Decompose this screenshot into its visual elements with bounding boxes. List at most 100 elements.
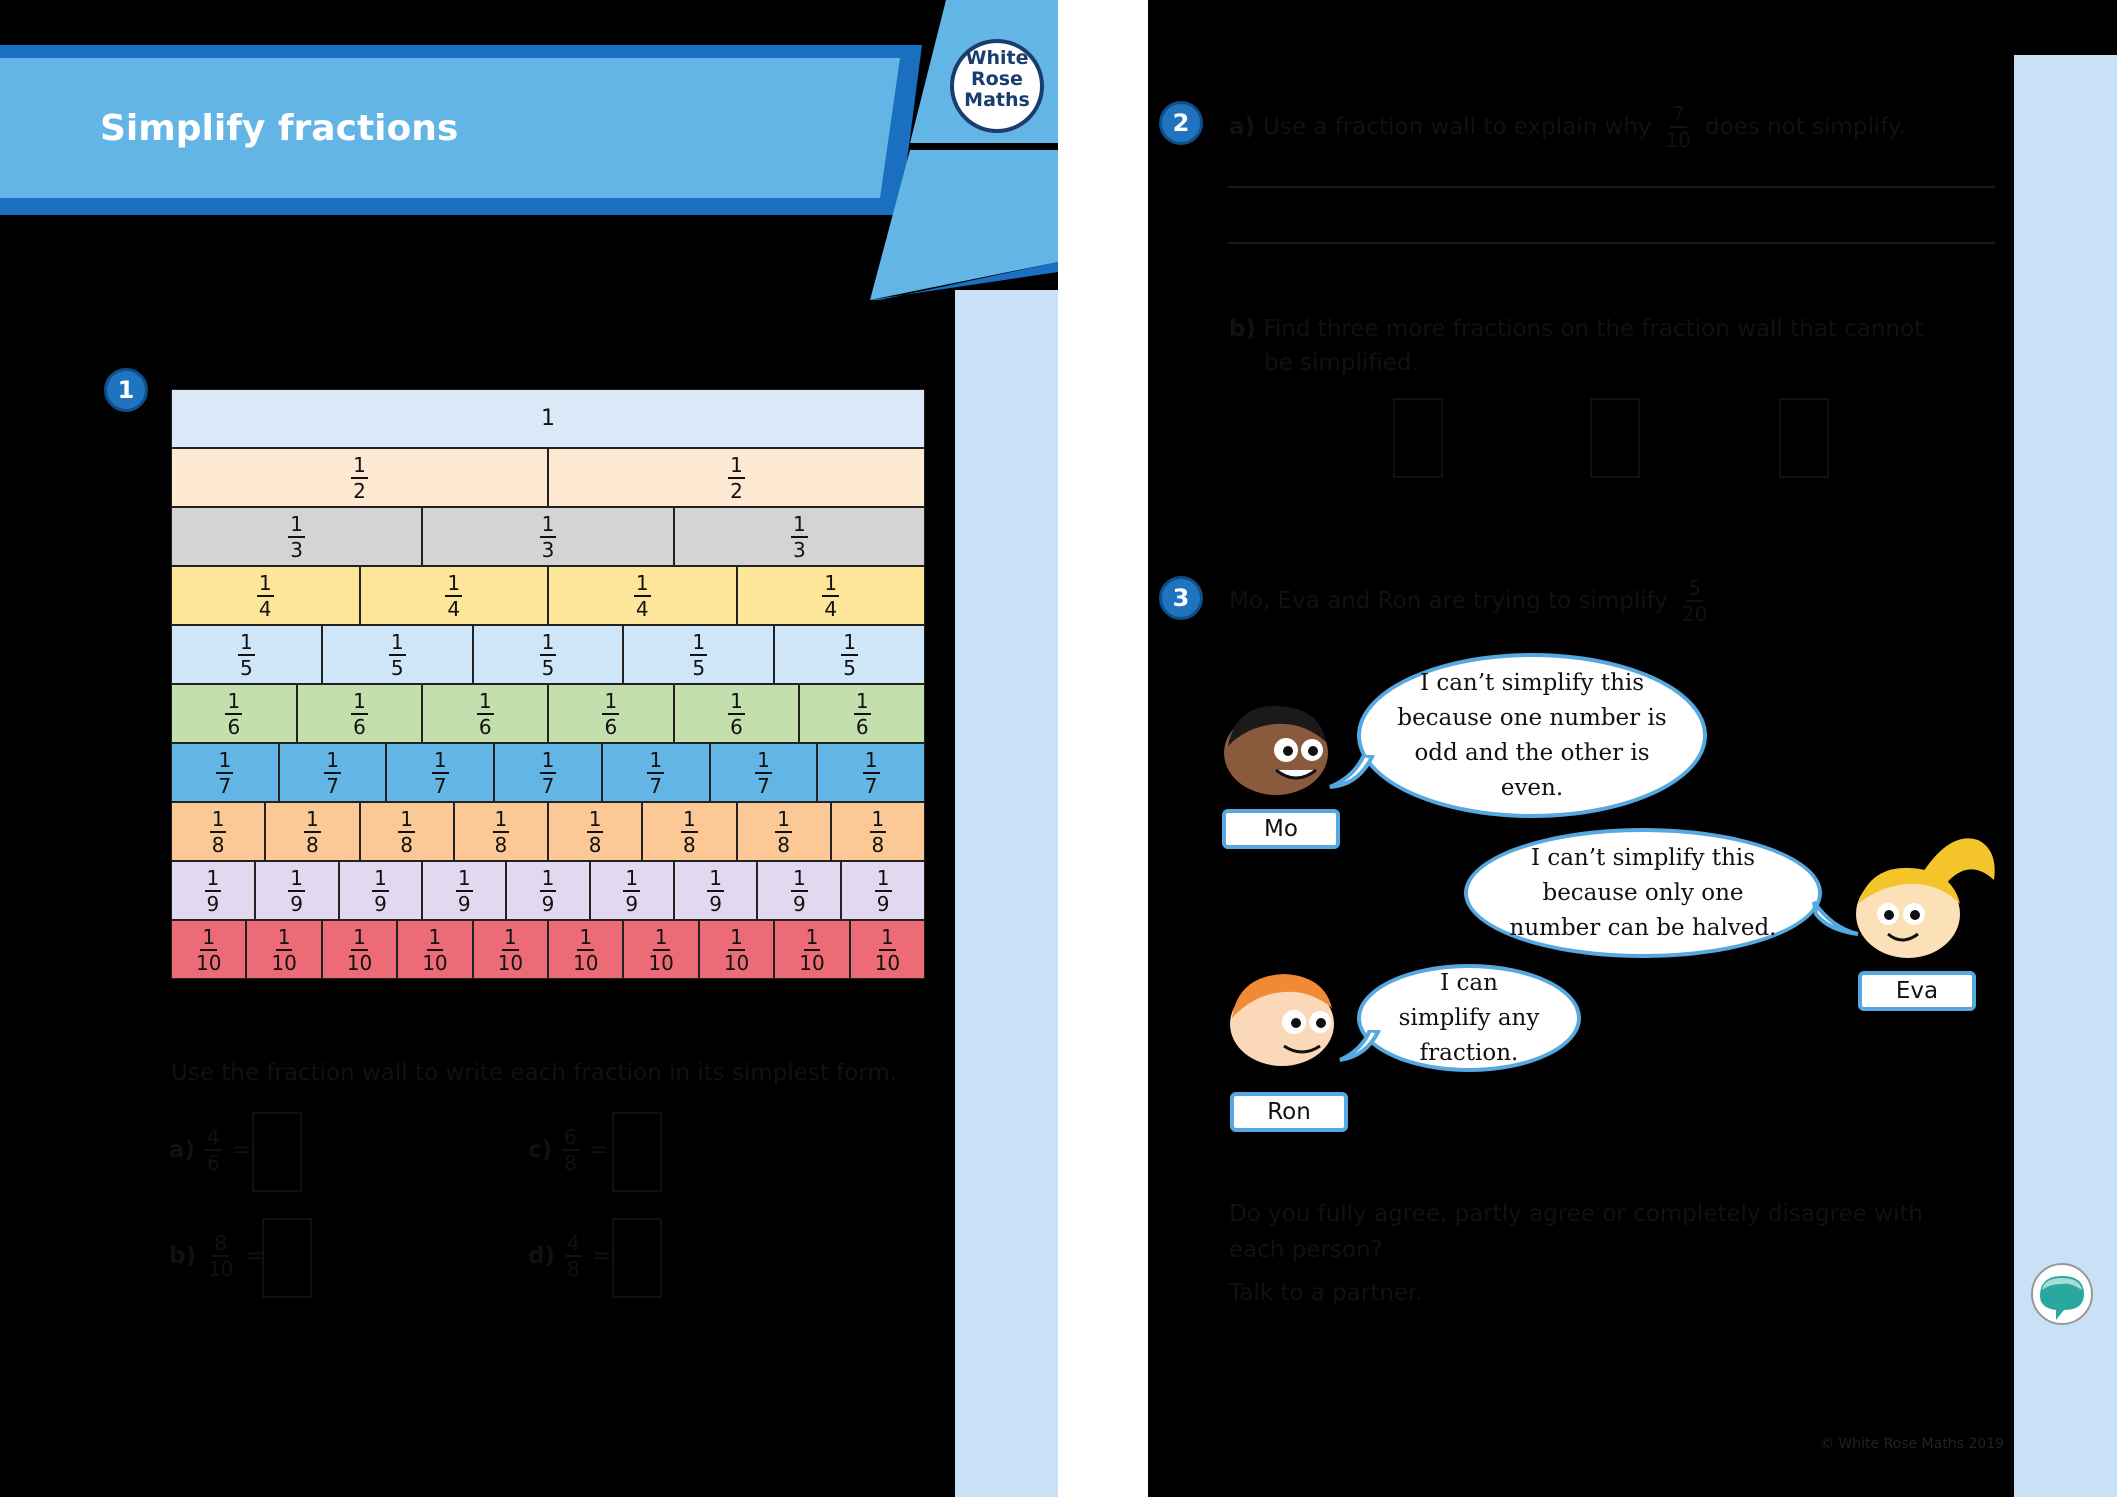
unit-fraction-denominator: 8 (400, 832, 413, 857)
part-d-answer-box[interactable] (612, 1218, 662, 1298)
logo-line-2: Rose (971, 68, 1023, 90)
unit-fraction-numerator: 1 (238, 629, 255, 656)
part-a-answer-box[interactable] (252, 1112, 302, 1192)
q2a-text-before: Use a fraction wall to explain why (1263, 114, 1652, 140)
eva-face-icon (1856, 838, 1995, 958)
unit-fraction-denominator: 5 (843, 655, 856, 680)
speech-bubble-icon (2031, 1263, 2093, 1325)
unit-fraction-denominator: 3 (792, 537, 806, 562)
ron-speech-bubble: I can simplify any fraction. (1357, 964, 1581, 1072)
part-a-label: a) (169, 1137, 196, 1163)
unit-fraction-denominator: 6 (604, 714, 618, 739)
unit-fraction-denominator: 9 (457, 891, 471, 916)
unit-fraction-denominator: 7 (433, 773, 447, 798)
left-side-strip (955, 290, 1058, 1497)
unit-fraction-numerator: 1 (492, 806, 510, 833)
q3-talk-prompt: Talk to a partner. (1229, 1280, 1423, 1306)
q2b-text-line-1: Find three more fractions on the fractio… (1263, 316, 1924, 342)
part-c-answer-box[interactable] (612, 1112, 662, 1192)
unit-fraction-numerator: 1 (728, 924, 745, 951)
q2b-answer-box-2[interactable] (1590, 398, 1640, 478)
eva-speech-bubble: I can’t simplify this because only one n… (1464, 828, 1822, 958)
unit-fraction-denominator: 6 (353, 714, 366, 739)
q2a-num: 7 (1669, 102, 1687, 128)
q3-intro-text: Mo, Eva and Ron are trying to simplify (1229, 588, 1668, 614)
unit-fraction-denominator: 10 (346, 950, 373, 975)
right-side-strip (2014, 55, 2117, 1497)
part-b-answer-box[interactable] (262, 1218, 312, 1298)
unit-fraction-denominator: 4 (447, 596, 461, 621)
unit-fraction-numerator: 1 (209, 806, 227, 833)
unit-fraction-denominator: 8 (211, 832, 225, 857)
logo-line-1: White (965, 47, 1029, 69)
fraction-wall-cell: 1 (171, 389, 925, 448)
unit-fraction-denominator: 7 (864, 773, 878, 798)
unit-fraction-denominator: 10 (271, 950, 297, 975)
question-2-badge: 2 (1159, 101, 1203, 145)
unit-fraction-denominator: 5 (390, 655, 404, 680)
unit-fraction-denominator: 2 (730, 478, 743, 503)
unit-fraction-denominator: 9 (374, 891, 387, 916)
unit-fraction-denominator: 10 (723, 950, 750, 975)
unit-fraction-denominator: 8 (777, 832, 790, 857)
unit-fraction-denominator: 7 (757, 773, 770, 798)
copyright: © White Rose Maths 2019 (1820, 1436, 2005, 1452)
unit-fraction-numerator: 1 (445, 570, 463, 597)
unit-fraction-numerator: 1 (681, 806, 698, 833)
q2a-answer-line-1[interactable] (1228, 186, 1995, 188)
q2a-answer-line-2[interactable] (1228, 242, 1995, 244)
q2b-answer-box-3[interactable] (1779, 398, 1829, 478)
unit-fraction-numerator: 1 (426, 924, 444, 951)
unit-fraction-denominator: 10 (195, 950, 222, 975)
q2b-answer-box-1[interactable] (1393, 398, 1443, 478)
q2b-text-line-2: be simplified. (1264, 350, 1419, 376)
unit-fraction-denominator: 6 (730, 714, 743, 739)
unit-fraction-numerator: 1 (539, 865, 557, 892)
q2a-den: 10 (1665, 128, 1691, 152)
question-1-badge: 1 (104, 368, 148, 412)
unit-fraction-numerator: 1 (862, 747, 880, 774)
unit-fraction-denominator: 6 (227, 714, 241, 739)
unit-fraction-numerator: 1 (304, 806, 321, 833)
q3-question-line-2: each person? (1229, 1237, 1383, 1263)
unit-fraction-denominator: 8 (683, 832, 696, 857)
unit-fraction-numerator: 1 (755, 747, 772, 774)
unit-fraction-numerator: 1 (728, 688, 745, 715)
unit-fraction-denominator: 10 (422, 950, 448, 975)
unit-fraction-denominator: 9 (625, 891, 639, 916)
